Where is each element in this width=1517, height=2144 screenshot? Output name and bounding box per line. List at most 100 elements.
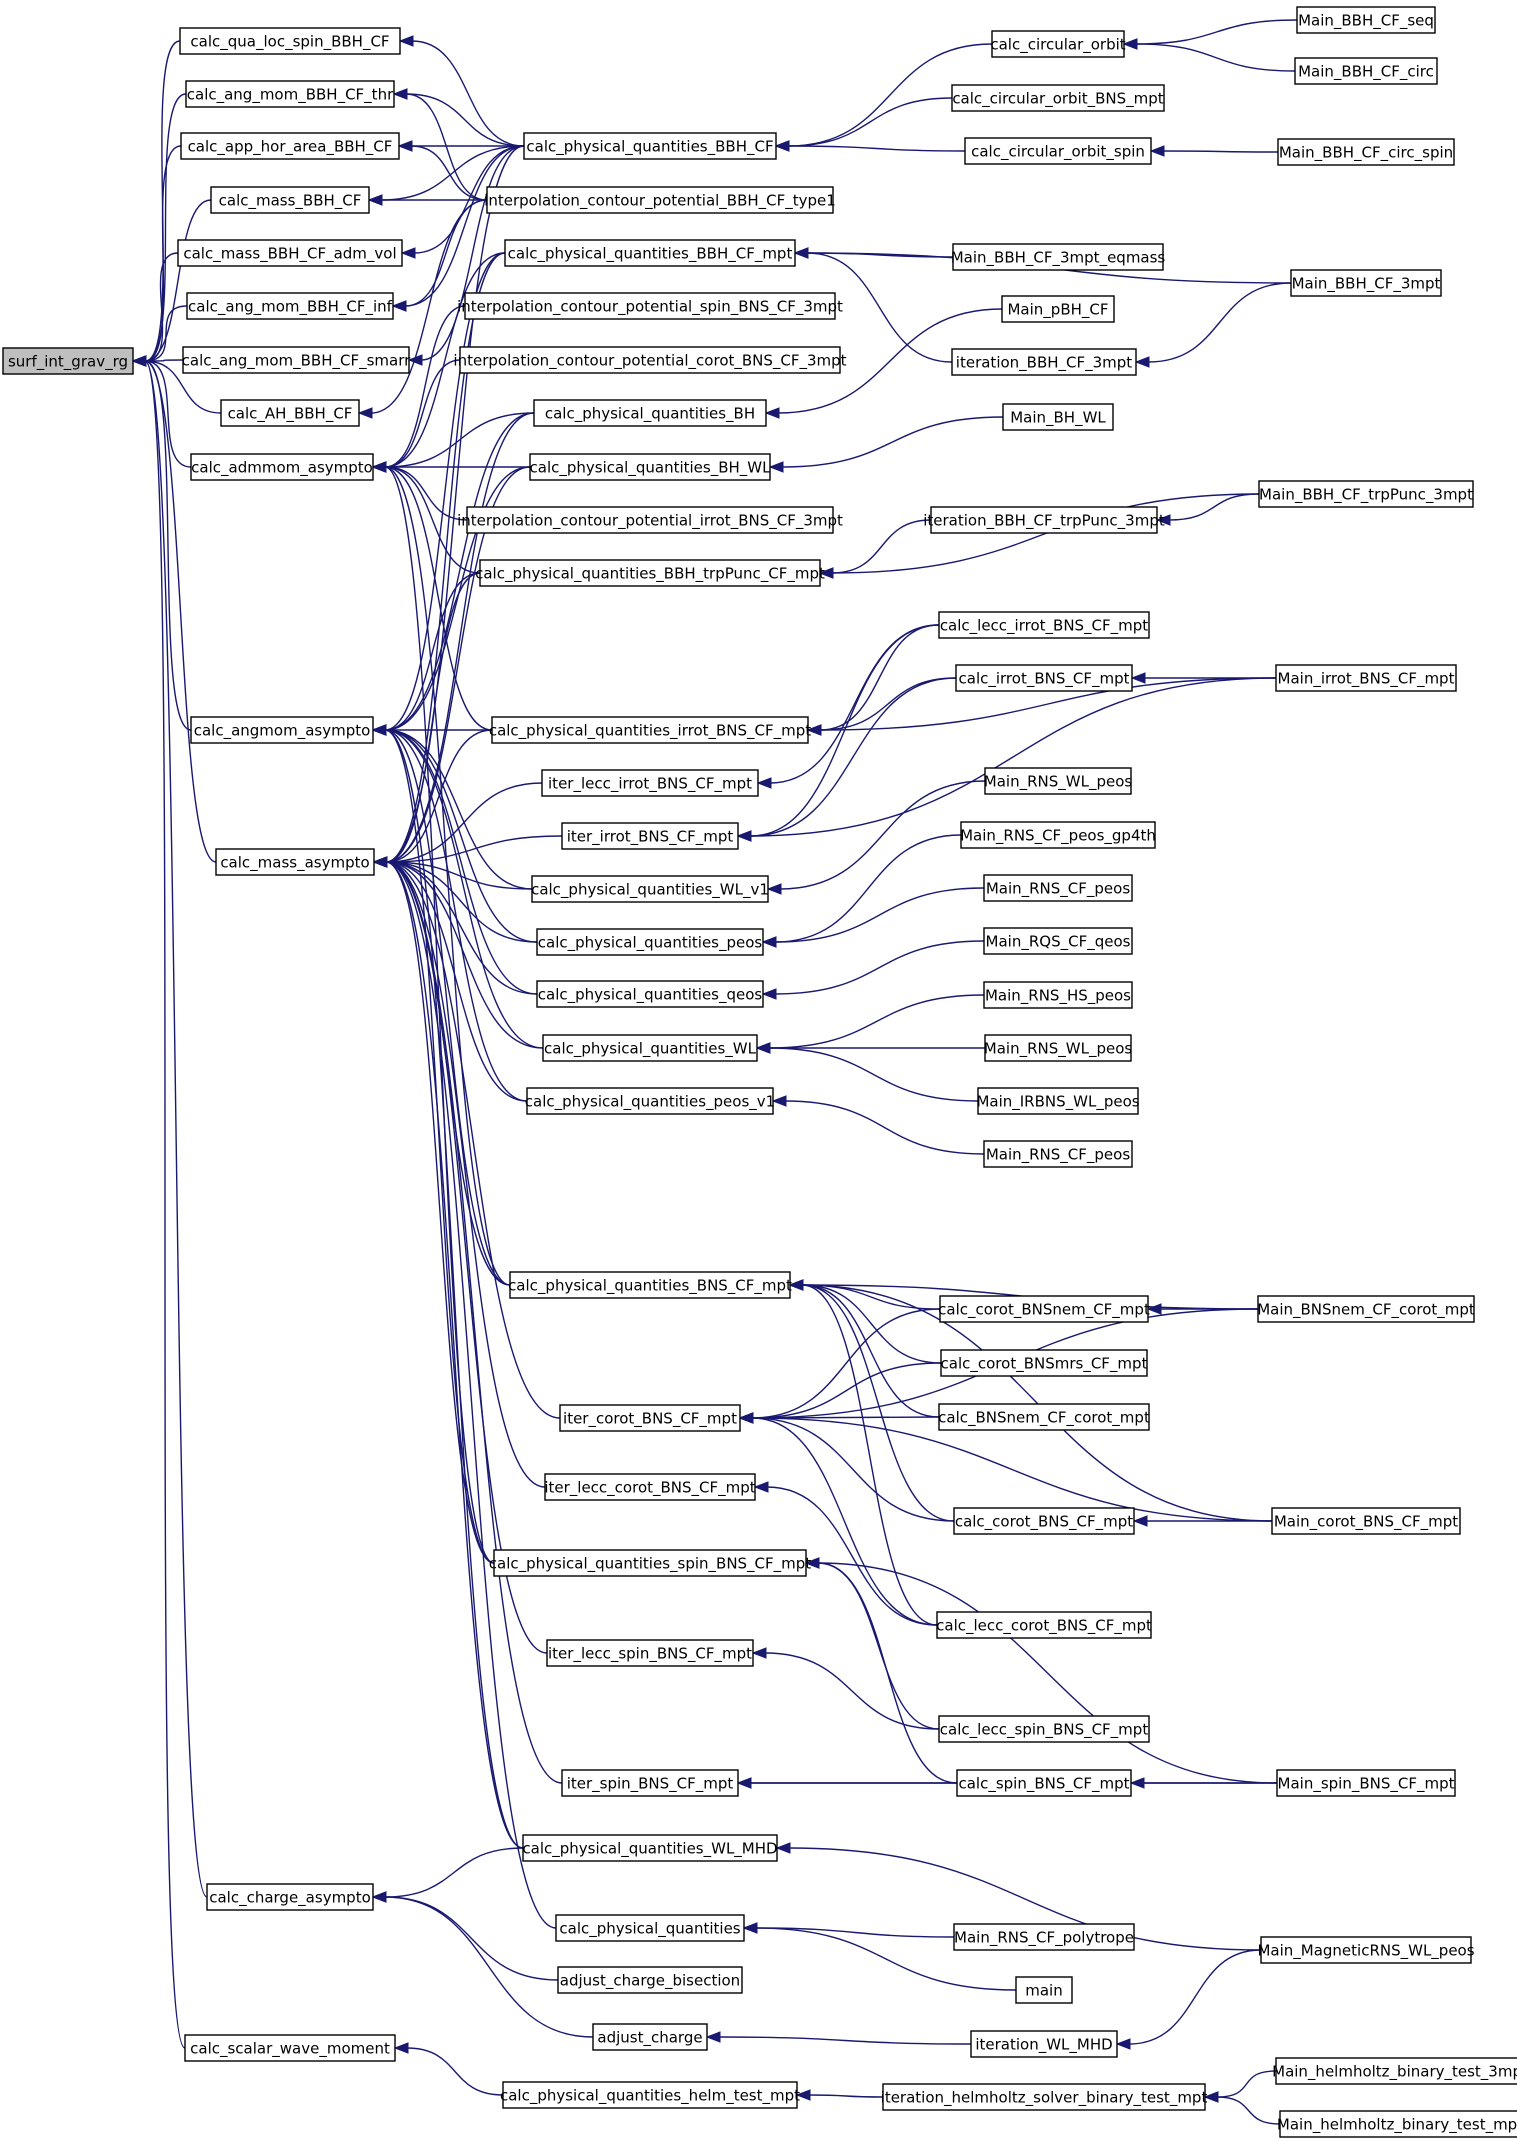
node-calc-physical-quantities-wl-v1[interactable]: calc_physical_quantities_WL_v1 xyxy=(531,875,769,903)
node-main-bnsnem-cf-corot-mpt[interactable]: Main_BNSnem_CF_corot_mpt xyxy=(1257,1295,1475,1323)
node-adjust-charge[interactable]: adjust_charge xyxy=(592,2023,708,2051)
node-calc-physical-quantities-bbh-cf[interactable]: calc_physical_quantities_BBH_CF xyxy=(523,132,777,160)
node-main-bh-wl[interactable]: Main_BH_WL xyxy=(1002,403,1114,431)
node-main[interactable]: main xyxy=(1015,1976,1073,2004)
node-main-irrot-bns-cf-mpt[interactable]: Main_irrot_BNS_CF_mpt xyxy=(1275,664,1457,692)
node-calc-physical-quantities-spin-bns-cf-mpt[interactable]: calc_physical_quantities_spin_BNS_CF_mpt xyxy=(489,1549,811,1577)
node-calc-physical-quantities-bns-cf-mpt[interactable]: calc_physical_quantities_BNS_CF_mpt xyxy=(508,1271,792,1299)
node-main-bbh-cf-circ-spin[interactable]: Main_BBH_CF_circ_spin xyxy=(1277,138,1455,166)
node-calc-admmom-asympto[interactable]: calc_admmom_asympto xyxy=(190,453,374,481)
node-calc-charge-asympto[interactable]: calc_charge_asympto xyxy=(206,1883,374,1911)
node-label: calc_angmom_asympto xyxy=(194,722,371,741)
node-main-bbh-cf-trppunc-3mpt[interactable]: Main_BBH_CF_trpPunc_3mpt xyxy=(1258,480,1474,508)
node-main-spin-bns-cf-mpt[interactable]: Main_spin_BNS_CF_mpt xyxy=(1276,1769,1456,1797)
node-label: iteration_BBH_CF_trpPunc_3mpt xyxy=(923,512,1165,531)
node-calc-ah-bbh-cf[interactable]: calc_AH_BBH_CF xyxy=(220,399,360,427)
edge-calc-physical-quantities-peos-v1-to-calc-mass-asympto xyxy=(385,861,528,1102)
node-calc-angmom-asympto[interactable]: calc_angmom_asympto xyxy=(190,716,374,744)
node-calc-corot-bnsnem-cf-mpt[interactable]: calc_corot_BNSnem_CF_mpt xyxy=(938,1295,1150,1323)
node-calc-physical-quantities-wl[interactable]: calc_physical_quantities_WL xyxy=(542,1034,758,1062)
node-calc-ang-mom-bbh-cf-inf[interactable]: calc_ang_mom_BBH_CF_inf xyxy=(186,292,394,320)
node-box xyxy=(955,664,1133,692)
node-calc-ang-mom-bbh-cf-thr[interactable]: calc_ang_mom_BBH_CF_thr xyxy=(185,80,395,108)
node-label: calc_charge_asympto xyxy=(209,1889,371,1908)
node-calc-physical-quantities-bbh-trppunc-cf-mpt[interactable]: calc_physical_quantities_BBH_trpPunc_CF_… xyxy=(475,559,825,587)
node-calc-app-hor-area-bbh-cf[interactable]: calc_app_hor_area_BBH_CF xyxy=(180,132,400,160)
node-calc-physical-quantities-peos[interactable]: calc_physical_quantities_peos xyxy=(536,928,764,956)
node-iteration-bbh-cf-trppunc-3mpt[interactable]: iteration_BBH_CF_trpPunc_3mpt xyxy=(923,506,1165,534)
node-main-rns-wl-peos[interactable]: Main_RNS_WL_peos xyxy=(984,767,1133,795)
node-calc-mass-asympto[interactable]: calc_mass_asympto xyxy=(215,848,375,876)
node-box xyxy=(210,186,370,214)
node-main-bbh-cf-seq[interactable]: Main_BBH_CF_seq xyxy=(1296,6,1436,34)
node-main-corot-bns-cf-mpt[interactable]: Main_corot_BNS_CF_mpt xyxy=(1271,1507,1461,1535)
node-iteration-bbh-cf-3mpt[interactable]: iteration_BBH_CF_3mpt xyxy=(951,348,1137,376)
node-calc-physical-quantities-peos-v1[interactable]: calc_physical_quantities_peos_v1 xyxy=(525,1087,775,1115)
node-interpolation-contour-potential-spin-bns-cf-3mpt[interactable]: interpolation_contour_potential_spin_BNS… xyxy=(457,292,843,320)
node-main-irbns-wl-peos[interactable]: Main_IRBNS_WL_peos xyxy=(976,1087,1140,1115)
node-iteration-helmholtz-solver-binary-test-mpt[interactable]: iteration_helmholtz_solver_binary_test_m… xyxy=(881,2083,1208,2111)
node-main-rns-hs-peos[interactable]: Main_RNS_HS_peos xyxy=(983,981,1133,1009)
node-surf-int-grav-rg[interactable]: surf_int_grav_rg xyxy=(2,347,134,375)
node-iter-spin-bns-cf-mpt[interactable]: iter_spin_BNS_CF_mpt xyxy=(561,1769,739,1797)
node-calc-physical-quantities-bh[interactable]: calc_physical_quantities_BH xyxy=(533,399,767,427)
node-calc-physical-quantities-helm-test-mpt[interactable]: calc_physical_quantities_helm_test_mpt xyxy=(500,2081,800,2109)
node-iter-lecc-spin-bns-cf-mpt[interactable]: iter_lecc_spin_BNS_CF_mpt xyxy=(546,1639,754,1667)
node-main-rns-cf-peos-2[interactable]: Main_RNS_CF_peos xyxy=(983,1140,1133,1168)
node-main-helmholtz-binary-test-3mpt[interactable]: Main_helmholtz_binary_test_3mpt xyxy=(1272,2057,1517,2085)
node-calc-physical-quantities-qeos[interactable]: calc_physical_quantities_qeos xyxy=(536,980,764,1008)
node-main-rqs-cf-qeos[interactable]: Main_RQS_CF_qeos xyxy=(983,927,1133,955)
node-calc-physical-quantities-wl-mhd[interactable]: calc_physical_quantities_WL_MHD xyxy=(522,1834,778,1862)
node-calc-physical-quantities-bh-wl[interactable]: calc_physical_quantities_BH_WL xyxy=(529,453,772,481)
node-interpolation-contour-potential-irrot-bns-cf-3mpt[interactable]: interpolation_contour_potential_irrot_BN… xyxy=(457,506,843,534)
node-calc-corot-bns-cf-mpt[interactable]: calc_corot_BNS_CF_mpt xyxy=(953,1507,1135,1535)
node-adjust-charge-bisection[interactable]: adjust_charge_bisection xyxy=(557,1966,743,1994)
edge-calc-physical-quantities-bbh-cf-to-calc-ang-mom-bbh-cf-smarr xyxy=(420,145,525,361)
node-calc-qua-loc-spin-bbh-cf[interactable]: calc_qua_loc_spin_BBH_CF xyxy=(179,27,401,55)
node-label: calc_corot_BNS_CF_mpt xyxy=(955,1513,1133,1532)
edge-main-rns-cf-polytrope-to-calc-physical-quantities xyxy=(755,1927,955,1938)
node-main-rns-cf-polytrope[interactable]: Main_RNS_CF_polytrope xyxy=(953,1923,1135,1951)
node-iter-lecc-irrot-bns-cf-mpt[interactable]: iter_lecc_irrot_BNS_CF_mpt xyxy=(541,769,759,797)
node-calc-bnsnem-cf-corot-mpt[interactable]: calc_BNSnem_CF_corot_mpt xyxy=(938,1403,1150,1431)
node-calc-scalar-wave-moment[interactable]: calc_scalar_wave_moment xyxy=(184,2034,396,2062)
node-calc-corot-bnsmrs-cf-mpt[interactable]: calc_corot_BNSmrs_CF_mpt xyxy=(940,1349,1148,1377)
node-interpolation-contour-potential-corot-bns-cf-3mpt[interactable]: interpolation_contour_potential_corot_BN… xyxy=(453,346,847,374)
node-calc-lecc-spin-bns-cf-mpt[interactable]: calc_lecc_spin_BNS_CF_mpt xyxy=(938,1715,1150,1743)
node-calc-spin-bns-cf-mpt[interactable]: calc_spin_BNS_CF_mpt xyxy=(956,1769,1132,1797)
node-calc-circular-orbit-bns-mpt[interactable]: calc_circular_orbit_BNS_mpt xyxy=(951,84,1165,112)
node-main-rns-cf-peos[interactable]: Main_RNS_CF_peos xyxy=(983,874,1133,902)
node-iter-corot-bns-cf-mpt[interactable]: iter_corot_BNS_CF_mpt xyxy=(559,1404,741,1432)
node-calc-lecc-irrot-bns-cf-mpt[interactable]: calc_lecc_irrot_BNS_CF_mpt xyxy=(938,611,1150,639)
node-calc-physical-quantities-bbh-cf-mpt[interactable]: calc_physical_quantities_BBH_CF_mpt xyxy=(504,239,796,267)
node-main-rns-cf-peos-gp4th[interactable]: Main_RNS_CF_peos_gp4th xyxy=(960,821,1156,849)
edge-calc-physical-quantities-qeos-to-calc-mass-asympto xyxy=(385,861,538,995)
node-main-pbh-cf[interactable]: Main_pBH_CF xyxy=(1001,295,1115,323)
node-main-helmholtz-binary-test-mpt[interactable]: Main_helmholtz_binary_test_mpt xyxy=(1277,2110,1517,2138)
node-interpolation-contour-potential-bbh-cf-type1[interactable]: interpolation_contour_potential_BBH_CF_t… xyxy=(484,186,836,214)
edge-calc-lecc-corot-bns-cf-mpt-to-iter-corot-bns-cf-mpt xyxy=(751,1417,938,1626)
node-box xyxy=(559,1404,741,1432)
node-calc-mass-bbh-cf[interactable]: calc_mass_BBH_CF xyxy=(210,186,370,214)
node-iteration-wl-mhd[interactable]: iteration_WL_MHD xyxy=(970,2030,1118,2058)
node-main-magneticrns-wl-peos[interactable]: Main_MagneticRNS_WL_peos xyxy=(1257,1936,1475,1964)
node-calc-lecc-corot-bns-cf-mpt[interactable]: calc_lecc_corot_BNS_CF_mpt xyxy=(936,1611,1152,1639)
node-calc-ang-mom-bbh-cf-smarr[interactable]: calc_ang_mom_BBH_CF_smarr xyxy=(182,346,411,374)
node-calc-mass-bbh-cf-adm-vol[interactable]: calc_mass_BBH_CF_adm_vol xyxy=(177,239,403,267)
node-iter-lecc-corot-bns-cf-mpt[interactable]: iter_lecc_corot_BNS_CF_mpt xyxy=(544,1473,756,1501)
node-calc-irrot-bns-cf-mpt[interactable]: calc_irrot_BNS_CF_mpt xyxy=(955,664,1133,692)
node-label: Main_RNS_CF_peos xyxy=(986,1146,1131,1165)
node-calc-physical-quantities[interactable]: calc_physical_quantities xyxy=(555,1914,745,1942)
node-main-bbh-cf-circ[interactable]: Main_BBH_CF_circ xyxy=(1294,57,1438,85)
node-calc-circular-orbit[interactable]: calc_circular_orbit xyxy=(990,30,1126,58)
node-main-bbh-cf-3mpt-eqmass[interactable]: Main_BBH_CF_3mpt_eqmass xyxy=(951,243,1166,271)
node-label: calc_circular_orbit_BNS_mpt xyxy=(952,90,1163,109)
node-iter-irrot-bns-cf-mpt[interactable]: iter_irrot_BNS_CF_mpt xyxy=(561,822,739,850)
node-main-rns-wl-peos-2[interactable]: Main_RNS_WL_peos xyxy=(984,1034,1133,1062)
node-main-bbh-cf-3mpt[interactable]: Main_BBH_CF_3mpt xyxy=(1290,269,1442,297)
edge-calc-scalar-wave-moment-to-surf-int-grav-rg xyxy=(144,360,186,2049)
node-calc-physical-quantities-irrot-bns-cf-mpt[interactable]: calc_physical_quantities_irrot_BNS_CF_mp… xyxy=(489,716,811,744)
node-calc-circular-orbit-spin[interactable]: calc_circular_orbit_spin xyxy=(964,137,1152,165)
